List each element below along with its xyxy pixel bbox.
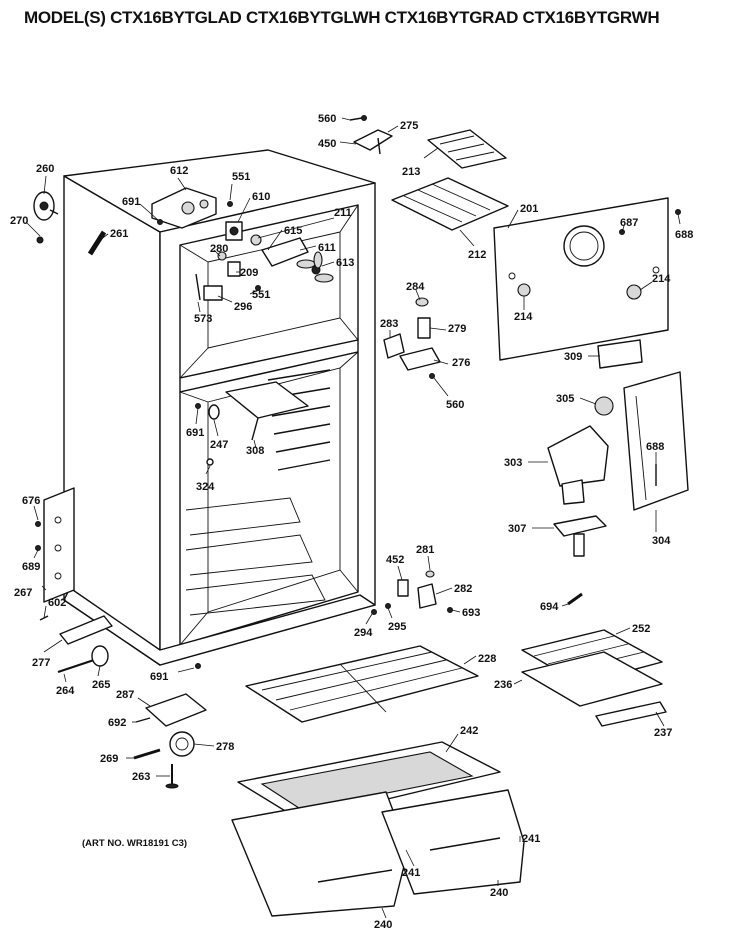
part-label-452: 452 — [386, 554, 404, 566]
part-label-240: 240 — [374, 919, 392, 931]
part-label-263: 263 — [132, 771, 150, 783]
part-201-evaporator-cover — [493, 197, 681, 369]
part-label-324: 324 — [196, 481, 215, 493]
part-label-277: 277 — [32, 657, 50, 669]
part-label-296: 296 — [234, 301, 252, 313]
part-label-279: 279 — [448, 323, 466, 335]
part-label-676: 676 — [22, 495, 40, 507]
part-label-691: 691 — [122, 196, 140, 208]
part-label-281: 281 — [416, 544, 434, 556]
part-label-295: 295 — [388, 621, 406, 633]
part-label-282: 282 — [454, 583, 472, 595]
part-label-237: 237 — [654, 727, 672, 739]
part-label-211: 211 — [334, 207, 352, 219]
part-label-252: 252 — [632, 623, 650, 635]
part-label-270: 270 — [10, 215, 28, 227]
part-label-269: 269 — [100, 753, 118, 765]
shelves — [245, 629, 667, 727]
part-label-240: 240 — [490, 887, 508, 899]
part-label-602: 602 — [48, 597, 66, 609]
part-label-287: 287 — [116, 689, 134, 701]
part-label-691: 691 — [150, 671, 168, 683]
part-label-201: 201 — [520, 203, 538, 215]
part-label-209: 209 — [240, 267, 258, 279]
part-label-228: 228 — [478, 653, 496, 665]
top-freezer-parts — [349, 115, 509, 231]
part-label-692: 692 — [108, 717, 126, 729]
part-label-304: 304 — [652, 535, 671, 547]
part-label-267: 267 — [14, 587, 32, 599]
part-label-236: 236 — [494, 679, 512, 691]
part-label-275: 275 — [400, 120, 418, 132]
damper-parts — [383, 297, 441, 379]
part-label-294: 294 — [354, 627, 373, 639]
part-label-264: 264 — [56, 685, 75, 697]
art-number-caption: (ART NO. WR18191 C3) — [82, 838, 188, 849]
part-label-612: 612 — [170, 165, 188, 177]
part-308-deflector — [225, 381, 309, 441]
part-label-551: 551 — [232, 171, 250, 183]
part-label-613: 613 — [336, 257, 354, 269]
part-label-551: 551 — [252, 289, 270, 301]
part-label-560: 560 — [446, 399, 464, 411]
part-label-260: 260 — [36, 163, 54, 175]
part-label-247: 247 — [210, 439, 228, 451]
part-label-307: 307 — [508, 523, 526, 535]
part-label-308: 308 — [246, 445, 264, 457]
part-label-688: 688 — [646, 441, 664, 453]
part-label-241: 241 — [522, 833, 540, 845]
part-label-261: 261 — [110, 228, 128, 240]
part-label-212: 212 — [468, 249, 486, 261]
part-label-560: 560 — [318, 113, 336, 125]
part-label-687: 687 — [620, 217, 638, 229]
part-label-214: 214 — [652, 273, 671, 285]
part-label-694: 694 — [540, 601, 559, 613]
part-label-693: 693 — [462, 607, 480, 619]
part-label-610: 610 — [252, 191, 270, 203]
part-label-213: 213 — [402, 166, 420, 178]
part-label-688: 688 — [675, 229, 693, 241]
part-label-691: 691 — [186, 427, 204, 439]
part-label-278: 278 — [216, 741, 234, 753]
leader-lines — [25, 117, 681, 919]
refrigerator-cabinet — [43, 149, 376, 666]
part-label-284: 284 — [406, 281, 425, 293]
model-title: MODEL(S) CTX16BYTGLAD CTX16BYTGLWH CTX16… — [24, 8, 660, 27]
part-label-280: 280 — [210, 243, 228, 255]
part-label-303: 303 — [504, 457, 522, 469]
part-label-241: 241 — [402, 867, 420, 879]
part-label-276: 276 — [452, 357, 470, 369]
crisper-assembly — [231, 741, 525, 917]
part-label-573: 573 — [194, 313, 212, 325]
part-label-283: 283 — [380, 318, 398, 330]
part-label-689: 689 — [22, 561, 40, 573]
air-duct-parts — [547, 371, 689, 557]
freezer-controls — [151, 187, 334, 301]
part-label-214: 214 — [514, 311, 533, 323]
part-label-242: 242 — [460, 725, 478, 737]
part-label-309: 309 — [564, 351, 582, 363]
part-number-labels: 560 275 450 213 260 612 551 691 610 211 … — [10, 113, 693, 931]
part-label-450: 450 — [318, 138, 336, 150]
part-label-611: 611 — [318, 242, 336, 254]
part-label-305: 305 — [556, 393, 574, 405]
part-label-265: 265 — [92, 679, 110, 691]
part-label-615: 615 — [284, 225, 302, 237]
